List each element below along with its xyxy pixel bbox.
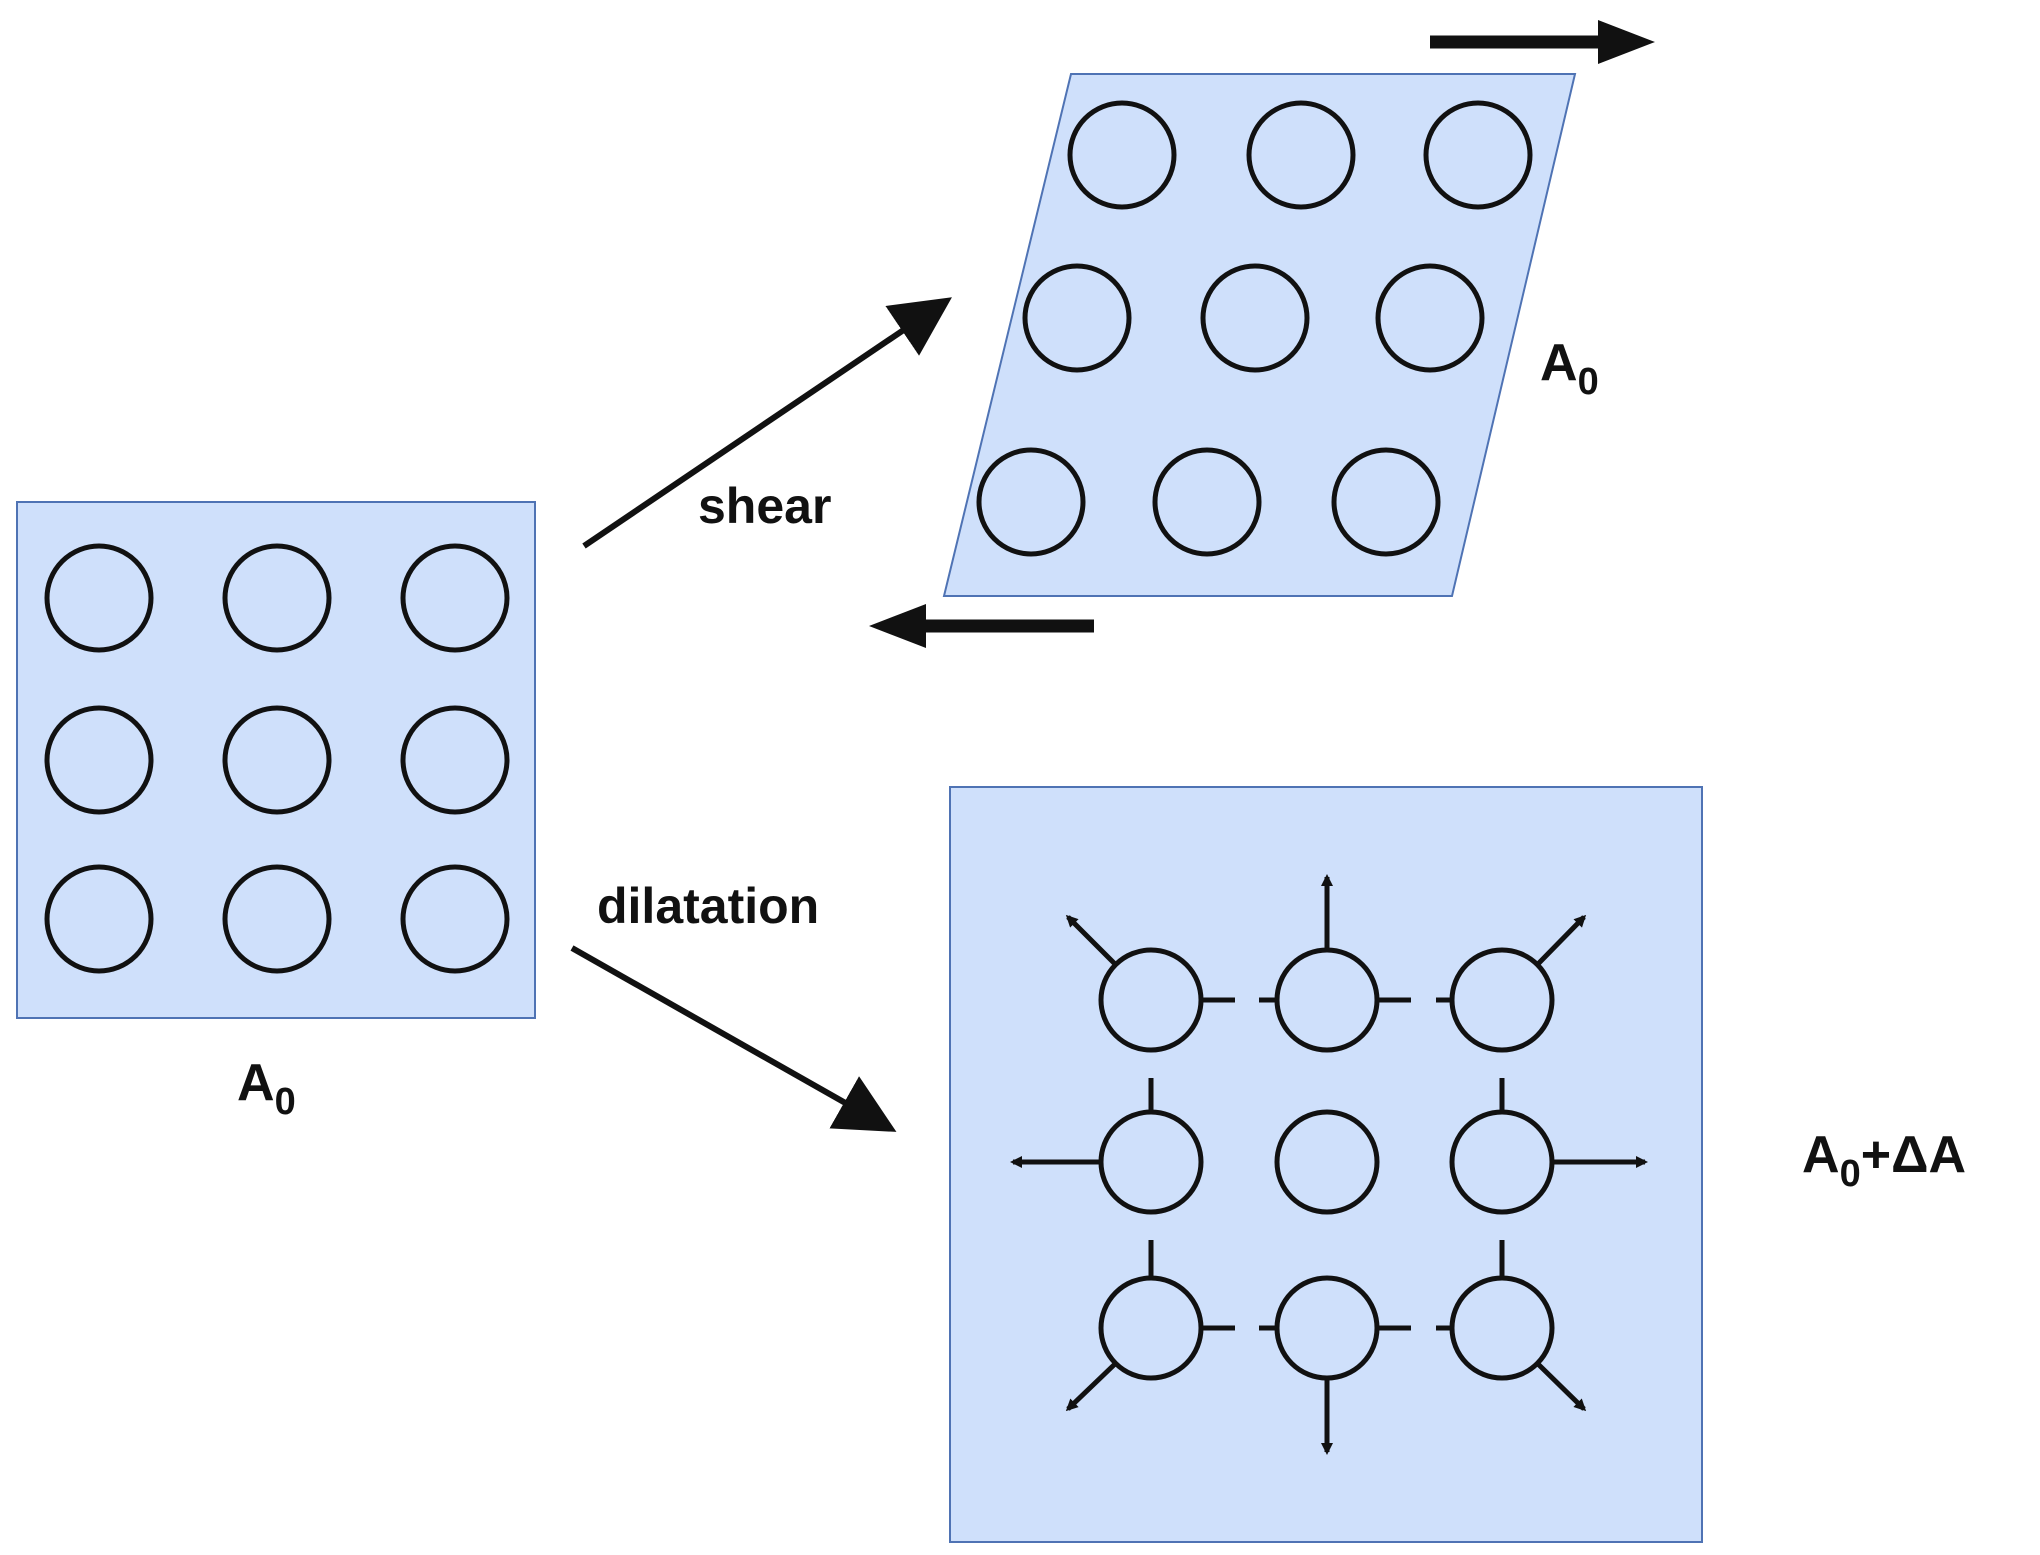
original-area-label: A0 bbox=[237, 1054, 296, 1123]
dilatation-arrow bbox=[570, 945, 897, 1132]
circle bbox=[1152, 447, 1262, 557]
circle bbox=[222, 543, 332, 653]
circle bbox=[1200, 263, 1310, 373]
original-panel: A0 bbox=[16, 501, 536, 1123]
original-panel-box bbox=[16, 501, 536, 1019]
circle bbox=[222, 705, 332, 815]
circle bbox=[44, 864, 154, 974]
sheared-circle-grid bbox=[976, 100, 1533, 557]
arrow-up-left bbox=[1065, 914, 1118, 967]
circle bbox=[44, 543, 154, 653]
dilated-panel: A0+ΔA bbox=[949, 786, 1966, 1543]
circle bbox=[1022, 263, 1132, 373]
circle bbox=[1375, 263, 1485, 373]
top-force-arrowhead bbox=[1598, 20, 1655, 64]
bottom-force-arrowhead bbox=[869, 604, 926, 648]
circle bbox=[400, 705, 510, 815]
dilated-area-label: A0+ΔA bbox=[1802, 1126, 1966, 1195]
circle bbox=[44, 705, 154, 815]
shear-force-arrows bbox=[869, 20, 1655, 648]
circle bbox=[976, 447, 1086, 557]
circle bbox=[400, 864, 510, 974]
sheared-area-label: A0 bbox=[1540, 334, 1599, 403]
circle bbox=[1274, 1109, 1380, 1215]
dilatation-label: dilatation bbox=[597, 878, 819, 934]
original-circle-grid bbox=[44, 543, 510, 974]
connector-ticks bbox=[1148, 997, 1505, 1331]
shear-label: shear bbox=[698, 478, 831, 534]
circle bbox=[222, 864, 332, 974]
circle bbox=[400, 543, 510, 653]
arrow-down-left bbox=[1065, 1361, 1118, 1412]
circle bbox=[1067, 100, 1177, 210]
arrow-down-right bbox=[1535, 1361, 1587, 1412]
circle bbox=[1331, 447, 1441, 557]
expansion-arrows bbox=[1010, 874, 1648, 1455]
shear-arrow bbox=[582, 297, 952, 549]
circle bbox=[1423, 100, 1533, 210]
circle bbox=[1246, 100, 1356, 210]
sheared-panel: A0 bbox=[869, 20, 1655, 648]
arrow-up-right bbox=[1535, 914, 1587, 967]
